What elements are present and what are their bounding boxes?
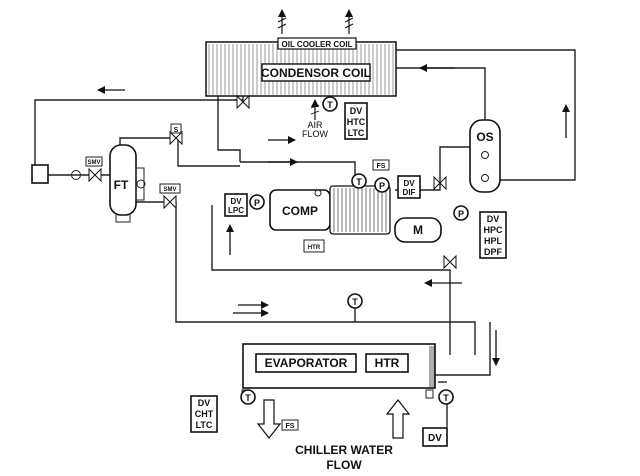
p-label: P [458, 209, 464, 219]
pressure-sensor-discharge: P [453, 205, 469, 221]
s-label: S [174, 127, 179, 134]
motor-label: M [413, 223, 423, 237]
flow-label: FLOW [326, 458, 362, 472]
t-label: T [356, 177, 362, 187]
oil-cooler-coil-label: OIL COOLER COIL [282, 40, 353, 49]
dif-dv: DV [403, 179, 415, 188]
flow-switch-top: FS [372, 159, 390, 171]
htr-evap-label: HTR [375, 356, 400, 370]
motor: M [394, 217, 442, 243]
cond-htc: HTC [347, 117, 366, 127]
cond-instrument-group: DV HTC LTC [344, 102, 368, 140]
dv-bottom-label: DV [428, 433, 442, 444]
hp-hpl: HPL [484, 236, 503, 246]
air-flow-label-2: FLOW [302, 129, 329, 139]
smv-valve-1: SMV [85, 156, 103, 183]
evaporator: EVAPORATOR HTR [241, 343, 436, 399]
lpc-dv: DV [230, 197, 242, 206]
smv-valve-2: SMV [159, 183, 181, 210]
evap-ltc: LTC [196, 420, 213, 430]
lpc-instrument-group: DV LPC [224, 193, 248, 217]
comp-label: COMP [282, 204, 318, 218]
pressure-sensor-suction: P [249, 194, 265, 210]
htr-comp-label: HTR [308, 245, 321, 251]
hp-dpf: DPF [484, 247, 503, 257]
pressure-sensor-dif: P [374, 177, 390, 193]
ft-label: FT [114, 178, 129, 192]
os-label: OS [476, 130, 493, 144]
cond-ltc: LTC [348, 128, 365, 138]
check-valve-icon [433, 175, 447, 191]
evap-dv: DV [198, 398, 211, 408]
air-flow-label-1: AIR [307, 120, 323, 130]
dif-dif: DIF [403, 188, 416, 197]
p-label: P [254, 198, 260, 208]
t-label: T [245, 393, 251, 403]
evap-instrument-group: DV CHT LTC [190, 395, 218, 433]
air-flow-indicator: AIR FLOW [302, 99, 329, 139]
compressor: COMP HTR [269, 185, 391, 253]
ft-tank: FT [109, 144, 146, 223]
chiller-water-label: CHILLER WATER [295, 443, 393, 457]
t-label: T [443, 393, 449, 403]
p-label: P [379, 181, 385, 191]
hp-hpc: HPC [483, 225, 503, 235]
lpc-lpc: LPC [228, 206, 244, 215]
chiller-out-arrow-icon [256, 399, 282, 439]
dv-bottom-box: DV [422, 427, 448, 447]
t-label: T [352, 297, 358, 307]
expansion-valve-icon [236, 94, 250, 110]
evaporator-label: EVAPORATOR [265, 356, 348, 370]
drier-assembly [31, 164, 81, 184]
evap-cht: CHT [195, 409, 214, 419]
exhaust-arrow-icon [277, 9, 287, 34]
fs-top-label: FS [377, 163, 386, 170]
temp-sensor-chiller-in: T [438, 389, 454, 405]
temp-sensor-liquid: T [347, 293, 363, 309]
condenser-unit: OIL COOLER COIL CONDENSOR COIL [205, 37, 397, 97]
chiller-in-arrow-icon [385, 399, 411, 439]
smv-label-2: SMV [163, 187, 176, 193]
temp-sensor-suction: T [351, 173, 367, 189]
t-label: T [327, 100, 333, 110]
flow-switch-bottom: FS [281, 419, 299, 431]
cond-dv: DV [350, 106, 363, 116]
exhaust-arrow-icon [344, 9, 354, 34]
temp-sensor-chiller-out: T [240, 389, 256, 405]
evap-valve-icon [443, 254, 457, 270]
condensor-coil-box [261, 63, 371, 82]
s-valve: S [169, 123, 183, 146]
fs-bottom-label: FS [286, 423, 295, 430]
condensor-coil-label: CONDENSOR COIL [261, 66, 371, 80]
hp-instrument-group: DV HPC HPL DPF [479, 211, 507, 259]
smv-label-1: SMV [87, 160, 100, 166]
flow-arrows [97, 64, 570, 366]
oil-cooler-coil-box [277, 37, 357, 50]
dif-instrument-group: DV DIF [397, 175, 421, 199]
temp-sensor-condenser: T [322, 96, 338, 112]
oil-separator: OS [469, 119, 501, 193]
hp-dv: DV [487, 214, 500, 224]
